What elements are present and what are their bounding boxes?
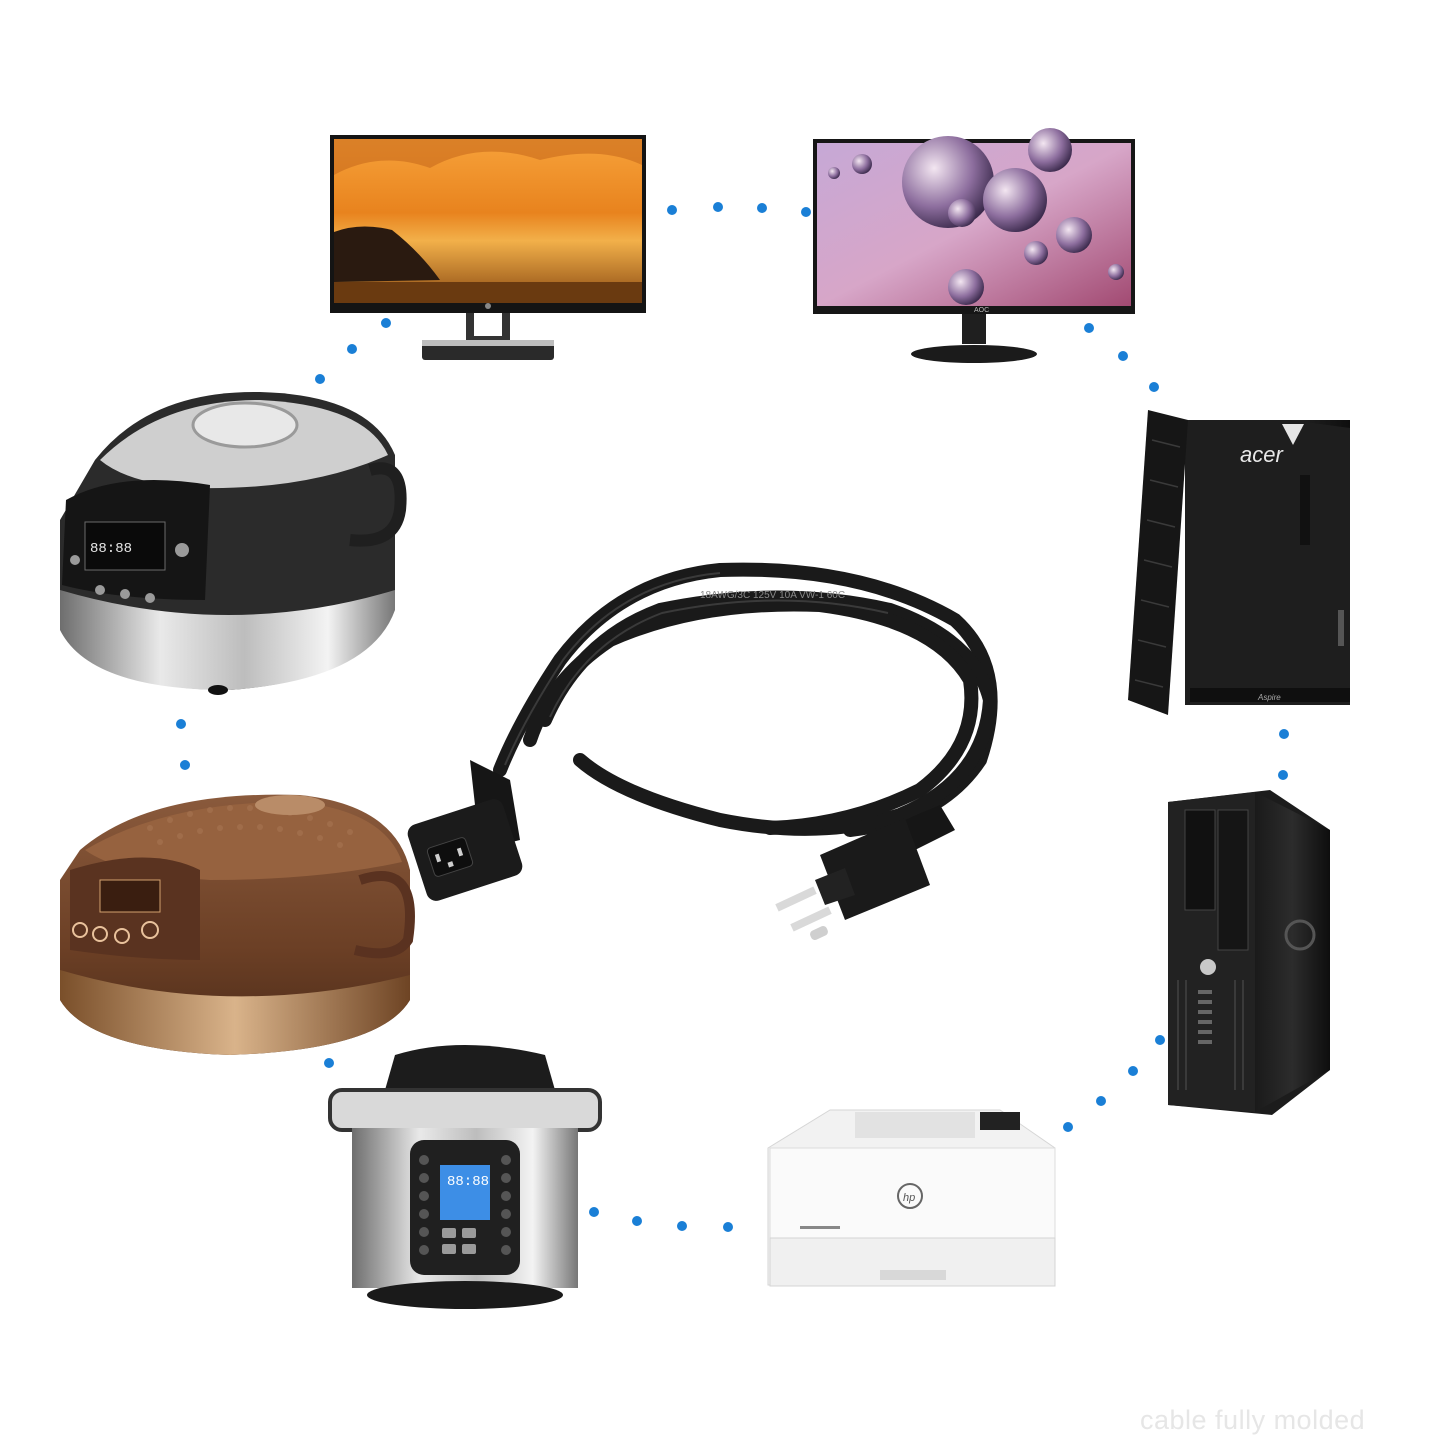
brown-rice-cooker	[60, 794, 415, 1055]
acer-desktop: acer Aspire	[1128, 410, 1350, 715]
iec-c13-connector-icon	[407, 760, 523, 901]
hp-monitor	[330, 135, 646, 360]
electric-pressure-cooker: 88:88	[328, 1045, 602, 1309]
hp-logo: hp	[903, 1192, 915, 1204]
aoc-monitor: AOC	[813, 128, 1135, 363]
connector-dots	[176, 202, 1289, 1232]
power-cord: 18AWG/3C 125V 10A VW-1 60C	[407, 562, 998, 941]
silver-rice-cooker: 88:88	[60, 391, 407, 695]
svg-text:88:88: 88:88	[447, 1174, 489, 1190]
hp-laser-printer: hp	[767, 1109, 1056, 1287]
hp-printer-logo-icon	[897, 1183, 923, 1209]
cable-print: 18AWG/3C 125V 10A VW-1 60C	[700, 590, 845, 601]
hp-compact-desktop	[1168, 790, 1330, 1115]
hp-logo-icon	[485, 303, 491, 309]
hp-badge-icon	[1200, 959, 1216, 975]
watermark-text: cable fully molded	[1140, 1405, 1366, 1435]
acer-model-label: Aspire	[1257, 693, 1281, 702]
aoc-logo: AOC	[974, 307, 989, 314]
acer-logo: acer	[1240, 442, 1284, 467]
nema-plug-icon	[775, 805, 955, 941]
svg-text:88:88: 88:88	[90, 541, 132, 557]
keyboard-icon	[1128, 410, 1188, 715]
